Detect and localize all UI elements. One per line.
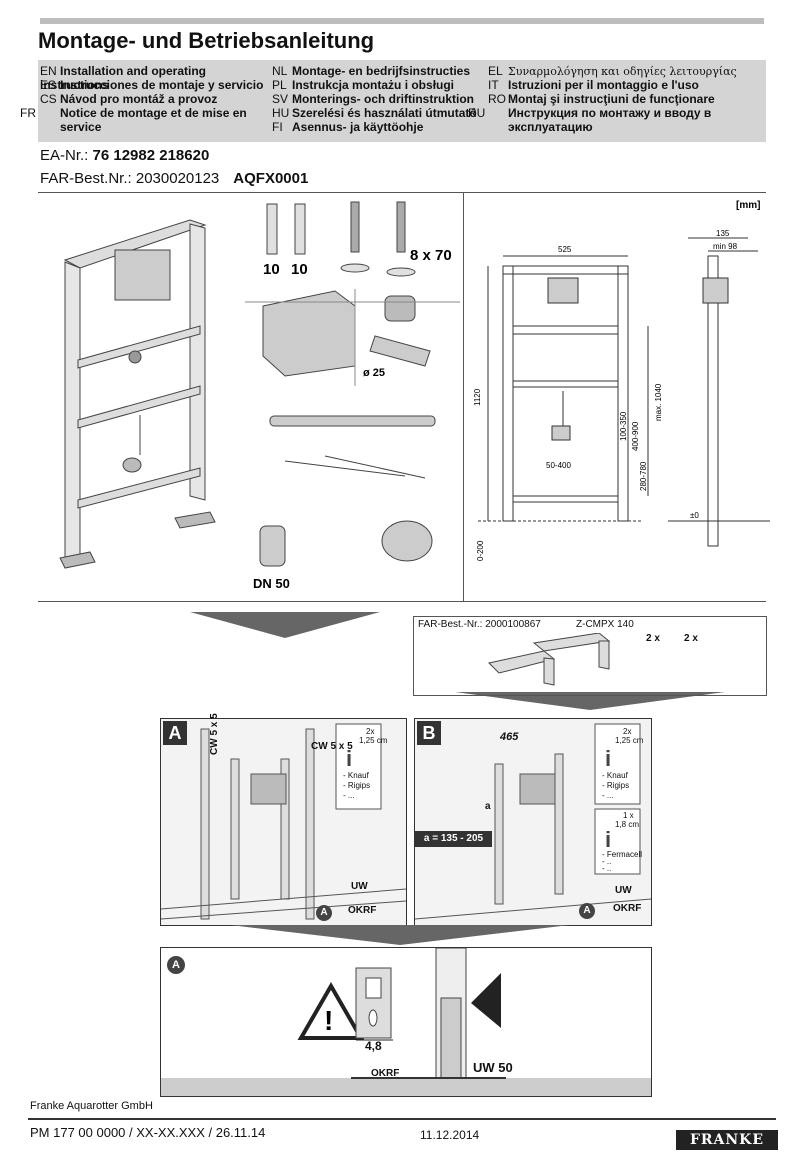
accessory-qty-2: 2 x (684, 633, 698, 644)
diameter-label: ø 25 (363, 367, 385, 379)
panel-b-circle: A (579, 903, 595, 919)
info-icon: i (346, 746, 353, 771)
dim-280-780: 280-780 (639, 461, 648, 491)
panel-b-label: B (417, 721, 441, 745)
panel-a-okrf: OKRF (348, 905, 377, 916)
panel-b-info2-size: 1,8 cm (615, 820, 640, 829)
document-code: PM 177 00 0000 / XX-XX.XXX / 26.11.14 (30, 1125, 266, 1140)
info-icon: i (605, 827, 612, 852)
arrow-down (230, 925, 570, 945)
screw-size-label: 8 x 70 (410, 247, 452, 264)
accessory-order-number: FAR-Best.-Nr.: 2000100867 (418, 619, 541, 630)
anchor-count-1: 10 (263, 261, 280, 278)
detail-illustration: ! (161, 948, 651, 1096)
panel-b: B 465 a a = 135 - 205 2x 1,25 cm i - Kna… (414, 718, 652, 926)
accessory-code: Z-CMPX 140 (576, 619, 634, 630)
dim-400-900: 400-900 (631, 421, 640, 451)
panel-b-info1-qty: 2x (623, 727, 632, 736)
top-bar (40, 18, 764, 24)
panel-b-a-label: a (485, 801, 491, 812)
document-title: Montage- und Betriebsanleitung (38, 28, 375, 53)
panel-a-brands: - Knauf- Rigips- ... (343, 771, 371, 800)
arrow-left (190, 612, 380, 638)
unit-label: [mm] (736, 200, 760, 211)
dim-0-200: 0-200 (476, 540, 485, 561)
panel-a: A CW 5 x 5 CW 5 x 5 2x 1,25 cm i - Knauf… (160, 713, 407, 926)
accessory-qty-1: 2 x (646, 633, 660, 644)
detail-label: A (167, 956, 185, 974)
panel-a-info-size: 1,25 cm (359, 736, 388, 745)
panel-a-circle: A (316, 905, 332, 921)
anchor-count-2: 10 (291, 261, 308, 278)
dim-1120: 1120 (473, 388, 482, 406)
arrow-right (455, 692, 725, 710)
frame-illustration (59, 219, 216, 569)
dimension-drawing: [mm] 525 1120 100-350 400-900 max. 1040 … (473, 200, 770, 561)
dim-135: 135 (716, 229, 730, 238)
panel-b-info2-qty: 1 x (623, 811, 634, 820)
detail-uw50: UW 50 (473, 1060, 513, 1075)
panel-a-illustration (161, 723, 406, 920)
zero-level: ±0 (690, 511, 699, 520)
width-dim: 525 (558, 245, 572, 254)
panel-a-cw-1: CW 5 x 5 (209, 713, 220, 755)
panel-b-info1-size: 1,25 cm (615, 736, 644, 745)
divider-vertical (463, 193, 464, 601)
document-date: 11.12.2014 (420, 1128, 480, 1142)
franke-logo: FRANKE (676, 1130, 778, 1150)
panel-b-illustration (415, 723, 651, 920)
panel-b-okrf: OKRF (613, 903, 642, 914)
detail-measure: 4,8 (365, 1039, 382, 1053)
company-name: Franke Aquarotter GmbH (30, 1100, 153, 1112)
detail-panel: A ! 4,8 OKRF UW 50 (160, 947, 652, 1097)
detail-okrf: OKRF (371, 1068, 400, 1079)
svg-text:!: ! (324, 1005, 333, 1036)
panel-b-brands-1: - Knauf- Rigips- ... (602, 771, 630, 800)
dim-max1040: max. 1040 (654, 383, 663, 421)
divider-top (38, 192, 766, 193)
panel-a-cw-2: CW 5 x 5 (311, 741, 353, 752)
panel-a-label: A (163, 721, 187, 745)
accessory-box: FAR-Best.-Nr.: 2000100867 Z-CMPX 140 2 x… (413, 616, 767, 696)
parts-illustration: 10 10 8 x 70 ø 25 DN 50 (245, 201, 460, 591)
ean-number: EA-Nr.: 76 12982 218620 (40, 147, 210, 164)
panel-b-dim-465: 465 (500, 731, 519, 743)
brackets-illustration (487, 633, 611, 686)
panel-a-uw: UW (351, 881, 368, 892)
footer-divider (28, 1118, 776, 1120)
panel-b-brands-2: - Fermacell- ..- .. (602, 850, 643, 873)
dim-100-350: 100-350 (619, 411, 628, 441)
divider-middle (38, 601, 766, 602)
panel-a-info-qty: 2x (366, 727, 375, 736)
dn-label: DN 50 (253, 576, 290, 591)
panel-b-uw: UW (615, 885, 632, 896)
info-icon: i (605, 746, 612, 771)
dim-min98: min 98 (713, 242, 738, 251)
dim-50-400: 50-400 (546, 461, 571, 470)
panel-b-a-range: a = 135 - 205 (415, 831, 492, 847)
